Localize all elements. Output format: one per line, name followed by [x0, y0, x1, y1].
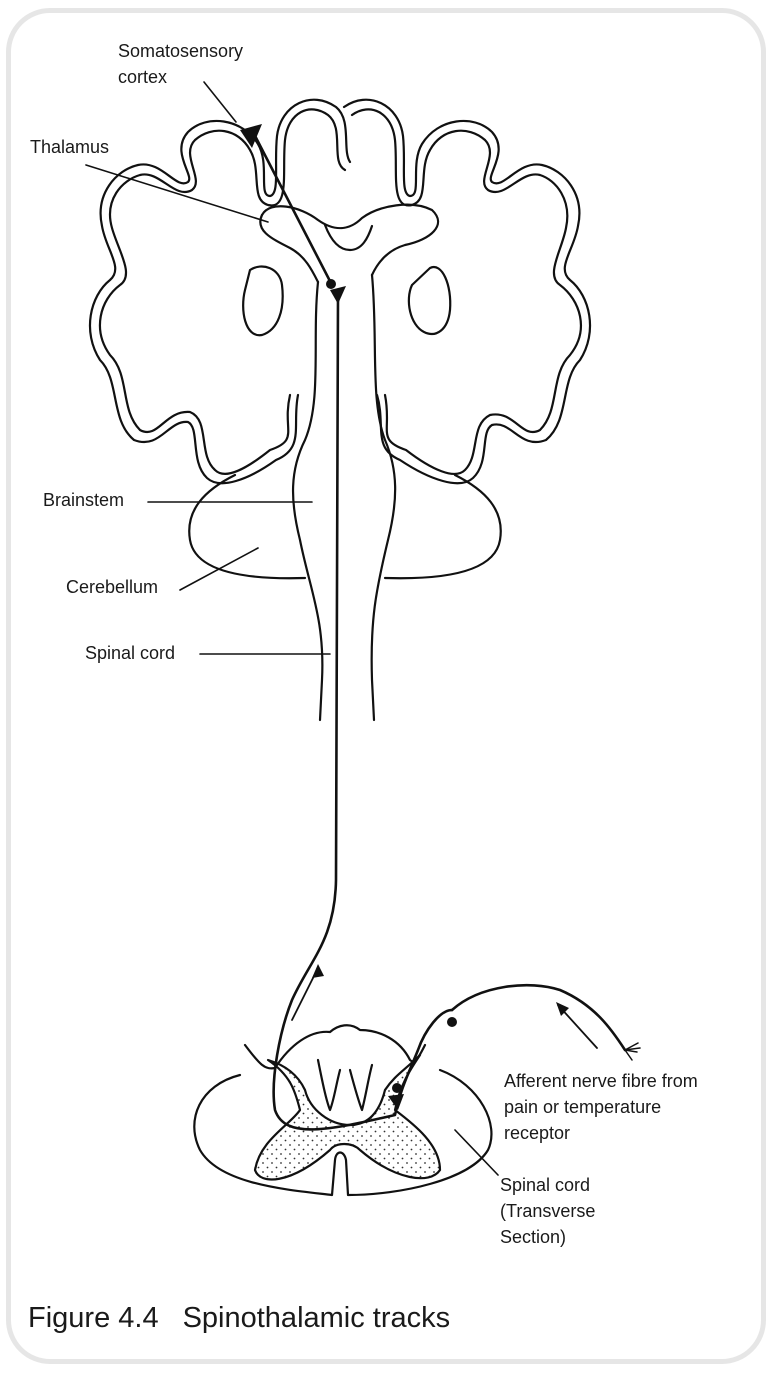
- direction-arrows: [291, 967, 598, 1049]
- neural-pathway: [250, 128, 641, 1131]
- thalamus-synapse-icon: [326, 279, 336, 289]
- dorsal-horn-synapse-icon: [392, 1083, 402, 1093]
- thalamus-neuron-icon: [330, 286, 346, 304]
- label-thalamus: Thalamus: [30, 137, 110, 157]
- label-somatosensory-cortex: Somatosensory cortex: [118, 41, 244, 87]
- label-spinal-cord-section: Spinal cord (Transverse Section): [500, 1175, 596, 1247]
- label-cerebellum: Cerebellum: [66, 577, 159, 597]
- spinal-cord-section: [193, 1024, 493, 1197]
- label-afferent-nerve-fibre: Afferent nerve fibre from pain or temper…: [504, 1071, 698, 1143]
- arrowhead-receptor-icon: [556, 1002, 569, 1016]
- cerebellum-outline: [188, 473, 502, 580]
- afferent-cell-body-icon: [447, 1017, 457, 1027]
- brainstem-outline: [291, 273, 397, 722]
- arrowhead-up-icon: [312, 964, 324, 978]
- figure-title: Spinothalamic tracks: [182, 1302, 451, 1334]
- dorsal-horn-neuron-icon: [388, 1094, 404, 1110]
- figure-caption: Figure 4.4 Spinothalamic tracks: [28, 1302, 450, 1335]
- label-brainstem: Brainstem: [43, 490, 125, 510]
- label-spinal-cord: Spinal cord: [85, 643, 176, 663]
- figure-frame: [6, 8, 766, 1364]
- figure-number: Figure 4.4: [28, 1302, 159, 1334]
- leader-lines: [85, 81, 499, 1176]
- cortex-neuron-icon: [240, 124, 262, 148]
